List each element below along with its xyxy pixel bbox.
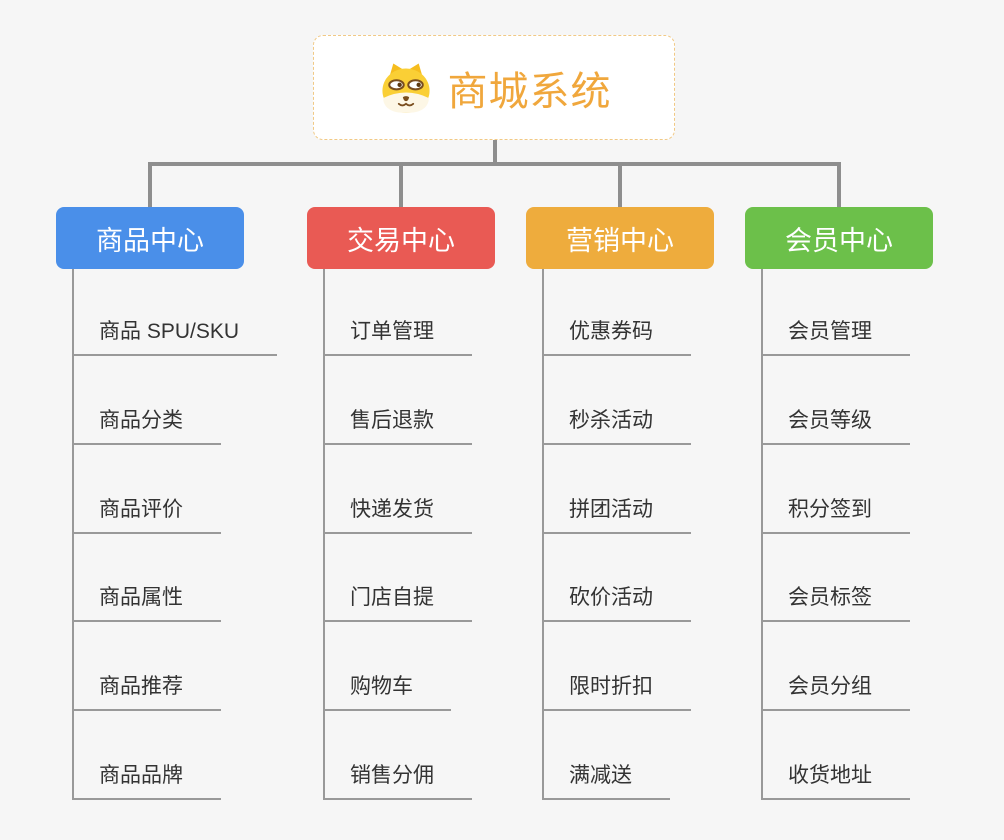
branch-line: [761, 269, 763, 799]
leaf-node[interactable]: 积分签到: [761, 497, 910, 534]
shiba-dog-icon: [381, 63, 430, 113]
root-node-title: 商城系统: [447, 69, 612, 114]
leaf-node[interactable]: 购物车: [323, 674, 451, 711]
leaf-node[interactable]: 满减送: [542, 763, 670, 800]
branch-label: 商品中心: [96, 225, 204, 256]
leaf-node[interactable]: 会员等级: [761, 408, 910, 445]
branch-line: [323, 269, 325, 799]
leaf-node[interactable]: 限时折扣: [542, 674, 691, 711]
root-node[interactable]: 商城系统: [313, 35, 675, 140]
leaf-node[interactable]: 秒杀活动: [542, 408, 691, 445]
leaf-node[interactable]: 商品属性: [72, 585, 221, 622]
branch-node-products[interactable]: 商品中心: [56, 207, 244, 269]
leaf-node[interactable]: 商品推荐: [72, 674, 221, 711]
leaf-node[interactable]: 优惠券码: [542, 319, 691, 356]
branch-line: [542, 269, 544, 799]
branch-trade: 交易中心 订单管理 售后退款 快递发货 门店自提 购物车 销售分佣: [307, 207, 567, 807]
leaf-node[interactable]: 会员管理: [761, 319, 910, 356]
branch-line: [72, 269, 74, 799]
branch-marketing: 营销中心 优惠券码 秒杀活动 拼团活动 砍价活动 限时折扣 满减送: [526, 207, 786, 807]
leaf-node[interactable]: 快递发货: [323, 497, 472, 534]
leaf-node[interactable]: 商品 SPU/SKU: [72, 319, 278, 356]
connector-drop-trade: [399, 162, 403, 208]
branch-label: 会员中心: [785, 225, 893, 256]
branch-label: 交易中心: [347, 225, 455, 256]
leaf-node[interactable]: 会员分组: [761, 674, 910, 711]
branch-node-members[interactable]: 会员中心: [745, 207, 933, 269]
connector-drop-members: [837, 162, 841, 208]
connector-root-stem: [493, 140, 497, 164]
branch-products: 商品中心 商品 SPU/SKU 商品分类 商品评价 商品属性 商品推荐 商品品牌: [56, 207, 316, 807]
leaf-node[interactable]: 商品分类: [72, 408, 221, 445]
connector-drop-marketing: [618, 162, 622, 208]
branch-members: 会员中心 会员管理 会员等级 积分签到 会员标签 会员分组 收货地址: [745, 207, 1004, 807]
leaf-node[interactable]: 售后退款: [323, 408, 472, 445]
leaf-node[interactable]: 商品评价: [72, 497, 221, 534]
branch-node-trade[interactable]: 交易中心: [307, 207, 495, 269]
leaf-node[interactable]: 订单管理: [323, 319, 472, 356]
leaf-node[interactable]: 会员标签: [761, 585, 910, 622]
leaf-node[interactable]: 商品品牌: [72, 763, 221, 800]
branch-node-marketing[interactable]: 营销中心: [526, 207, 714, 269]
connector-drop-products: [148, 162, 152, 208]
leaf-node[interactable]: 收货地址: [761, 763, 910, 800]
connector-trunk: [148, 162, 841, 166]
branch-label: 营销中心: [566, 225, 674, 256]
leaf-node[interactable]: 销售分佣: [323, 763, 472, 800]
leaf-node[interactable]: 拼团活动: [542, 497, 691, 534]
leaf-node[interactable]: 门店自提: [323, 585, 472, 622]
leaf-node[interactable]: 砍价活动: [542, 585, 691, 622]
